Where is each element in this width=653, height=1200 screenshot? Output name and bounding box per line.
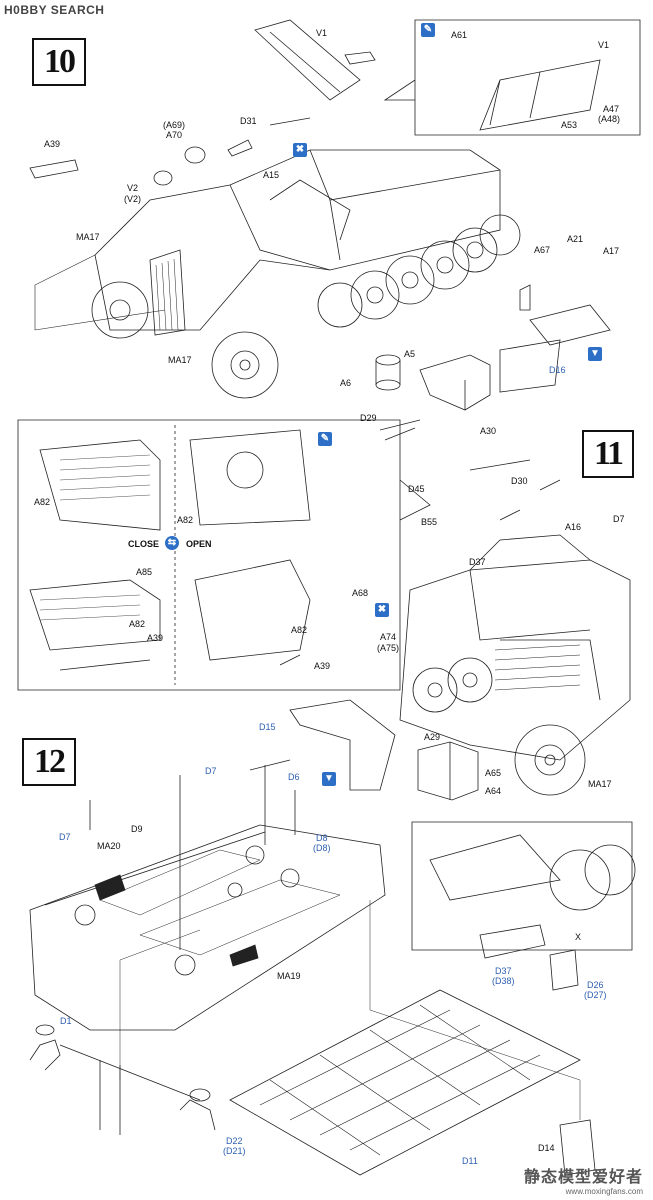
part-label: A74 <box>380 632 397 642</box>
part-label: A21 <box>567 234 584 244</box>
part-label: D11 <box>462 1156 478 1166</box>
part-label: D1 <box>60 1016 72 1026</box>
part-label: A82 <box>129 619 146 629</box>
part-label: A29 <box>424 732 441 742</box>
part-label: A5 <box>404 349 416 359</box>
part-label: MA17 <box>168 355 192 365</box>
part-label: A82 <box>177 515 194 525</box>
part-label: D26 <box>587 980 604 990</box>
part-label: D16 <box>549 365 566 375</box>
part-label: D37 <box>495 966 512 976</box>
open-label: OPEN <box>186 539 212 549</box>
part-label: D7 <box>59 832 71 842</box>
part-label: MA19 <box>277 971 301 981</box>
part-label: (D27) <box>584 990 607 1000</box>
part-label: A53 <box>561 120 578 130</box>
part-label: A67 <box>534 245 551 255</box>
fill-icon: ▼ <box>322 772 336 786</box>
part-label: D7 <box>205 766 217 776</box>
fill-icon: ▼ <box>588 347 602 361</box>
part-label: D31 <box>240 116 257 126</box>
part-label: A30 <box>480 426 497 436</box>
hobbysearch-logo: H0BBY SEARCH <box>4 3 105 17</box>
part-label: (D38) <box>492 976 515 986</box>
step-11-box: 11 <box>582 430 634 478</box>
part-label: A17 <box>603 246 620 256</box>
close-label: CLOSE <box>128 539 160 549</box>
part-label: A16 <box>565 522 582 532</box>
part-label: A70 <box>166 130 183 140</box>
part-label: D7 <box>613 514 625 524</box>
part-label: D29 <box>360 413 377 423</box>
part-label: A6 <box>340 378 352 388</box>
part-label: MA20 <box>97 841 121 851</box>
part-label: (A75) <box>377 643 400 653</box>
cement-icon: ✎ <box>421 23 435 37</box>
part-label: X <box>575 932 582 942</box>
step-10-box: 10 <box>32 38 86 86</box>
part-label: D22 <box>226 1136 243 1146</box>
part-label: D45 <box>408 484 425 494</box>
part-label: A68 <box>352 588 369 598</box>
part-label: D14 <box>538 1143 555 1153</box>
moxingfans-watermark: 静态模型爱好者 www.moxingfans.com <box>524 1163 643 1196</box>
part-label: (V2) <box>124 194 142 204</box>
part-label: D6 <box>288 772 300 782</box>
part-label: MA17 <box>588 779 612 789</box>
part-label: A65 <box>485 768 502 778</box>
part-label: A39 <box>314 661 331 671</box>
part-label: B55 <box>421 517 438 527</box>
part-label: V2 <box>127 183 139 193</box>
part-label: A39 <box>147 633 164 643</box>
part-label: (D8) <box>313 843 331 853</box>
part-label: MA17 <box>76 232 100 242</box>
remove-part-icon: ✖ <box>375 603 389 617</box>
part-label: D9 <box>131 824 143 834</box>
part-label: A82 <box>291 625 308 635</box>
part-label: V1 <box>598 40 610 50</box>
part-label: D15 <box>259 722 276 732</box>
part-label: A82 <box>34 497 51 507</box>
part-label: (A48) <box>598 114 621 124</box>
part-label: A64 <box>485 786 502 796</box>
part-label: D8 <box>316 833 328 843</box>
part-label: A39 <box>44 139 61 149</box>
part-label: (A69) <box>163 120 186 130</box>
swap-arrow-icon: ⇆ <box>165 536 179 550</box>
part-label: D30 <box>511 476 528 486</box>
part-label: A61 <box>451 30 468 40</box>
remove-part-icon: ✖ <box>293 143 307 157</box>
part-label: A85 <box>136 567 153 577</box>
part-label: V1 <box>316 28 328 38</box>
part-label: A15 <box>263 170 280 180</box>
watermark-url: www.moxingfans.com <box>565 1187 643 1196</box>
part-label: (D21) <box>223 1146 246 1156</box>
step-12-box: 12 <box>22 738 76 786</box>
cement-icon: ✎ <box>318 432 332 446</box>
part-label: A47 <box>603 104 620 114</box>
part-label: D37 <box>469 557 486 567</box>
watermark-cn-text: 静态模型爱好者 <box>523 1169 643 1186</box>
